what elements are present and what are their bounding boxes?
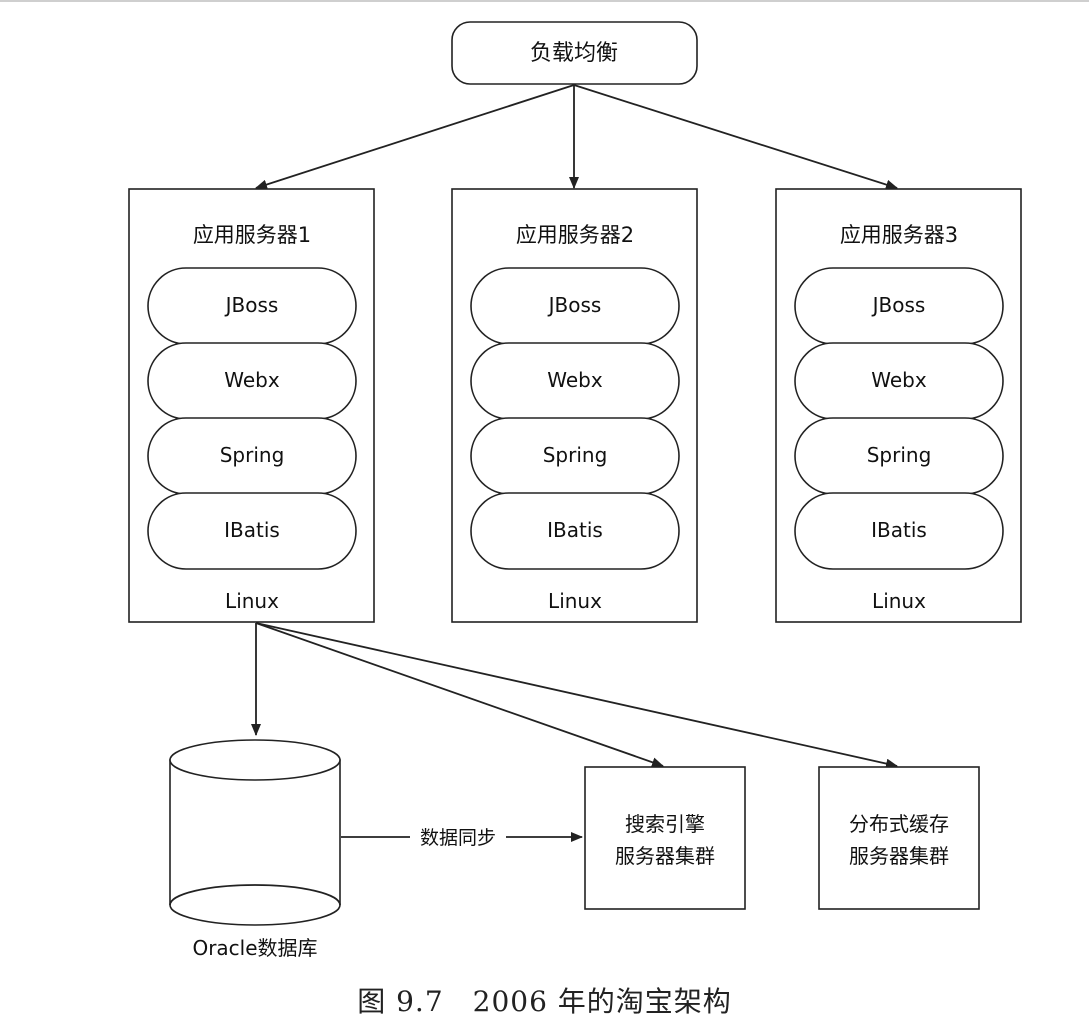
- app-server-2-os: Linux: [548, 589, 602, 613]
- app-server-2-layer-webx-label: Webx: [547, 368, 603, 392]
- app-server-2: 应用服务器2 JBoss Webx Spring IBatis Linux: [451, 188, 698, 623]
- app-server-2-layer-webx: Webx: [470, 342, 680, 420]
- search-cluster-line-1: 搜索引擎: [625, 812, 705, 836]
- load-balancer-node: 负载均衡: [451, 21, 698, 85]
- app-server-2-layer-spring: Spring: [470, 417, 680, 495]
- top-rule: [0, 0, 1089, 2]
- app-server-3-layer-spring: Spring: [794, 417, 1004, 495]
- app-server-1-layer-spring: Spring: [147, 417, 357, 495]
- cache-cluster-line-1: 分布式缓存: [849, 812, 949, 836]
- figure-caption: 图 9.7 2006 年的淘宝架构: [357, 985, 732, 1018]
- app-server-1: 应用服务器1 JBoss Webx Spring IBatis Linux: [128, 188, 375, 623]
- app-server-1-layer-webx: Webx: [147, 342, 357, 420]
- app-server-1-title: 应用服务器1: [193, 223, 311, 247]
- app-server-2-layer-spring-label: Spring: [543, 443, 608, 467]
- app-server-3-layer-jboss-label: JBoss: [871, 293, 926, 317]
- load-balancer-label: 负载均衡: [530, 41, 618, 66]
- oracle-database: Oracle数据库: [169, 739, 341, 960]
- cache-cluster-line-2: 服务器集群: [849, 844, 949, 868]
- app-server-3-layer-jboss: JBoss: [794, 267, 1004, 345]
- edge-lb-to-server-1: [255, 84, 575, 190]
- app-server-1-layer-ibatis: IBatis: [147, 492, 357, 570]
- app-server-2-layer-jboss-label: JBoss: [547, 293, 602, 317]
- edge-lb-to-server-3: [573, 84, 898, 190]
- app-server-1-layer-spring-label: Spring: [220, 443, 285, 467]
- app-server-2-layer-ibatis-label: IBatis: [547, 518, 603, 542]
- app-server-1-os: Linux: [225, 589, 279, 613]
- distributed-cache-cluster: 分布式缓存 服务器集群: [818, 766, 980, 910]
- app-server-1-layer-ibatis-label: IBatis: [224, 518, 280, 542]
- app-server-1-layer-jboss-label: JBoss: [224, 293, 279, 317]
- app-server-1-layer-webx-label: Webx: [224, 368, 280, 392]
- oracle-database-label: Oracle数据库: [192, 936, 317, 960]
- search-cluster-line-2: 服务器集群: [615, 844, 715, 868]
- app-server-3-os: Linux: [872, 589, 926, 613]
- app-server-3-layer-webx: Webx: [794, 342, 1004, 420]
- edge-server-1-to-cache-cluster: [255, 622, 898, 769]
- app-server-3: 应用服务器3 JBoss Webx Spring IBatis Linux: [775, 188, 1022, 623]
- app-server-3-layer-webx-label: Webx: [871, 368, 927, 392]
- app-server-3-layer-spring-label: Spring: [867, 443, 932, 467]
- app-server-3-title: 应用服务器3: [840, 223, 958, 247]
- app-server-3-layer-ibatis: IBatis: [794, 492, 1004, 570]
- data-sync-label: 数据同步: [420, 827, 496, 849]
- search-engine-cluster: 搜索引擎 服务器集群: [584, 766, 746, 910]
- app-server-2-title: 应用服务器2: [516, 223, 634, 247]
- edge-server-1-to-search-cluster: [255, 622, 664, 768]
- sync-label-background: [410, 822, 506, 850]
- app-server-2-layer-ibatis: IBatis: [470, 492, 680, 570]
- app-server-1-layer-jboss: JBoss: [147, 267, 357, 345]
- app-server-2-layer-jboss: JBoss: [470, 267, 680, 345]
- app-server-3-layer-ibatis-label: IBatis: [871, 518, 927, 542]
